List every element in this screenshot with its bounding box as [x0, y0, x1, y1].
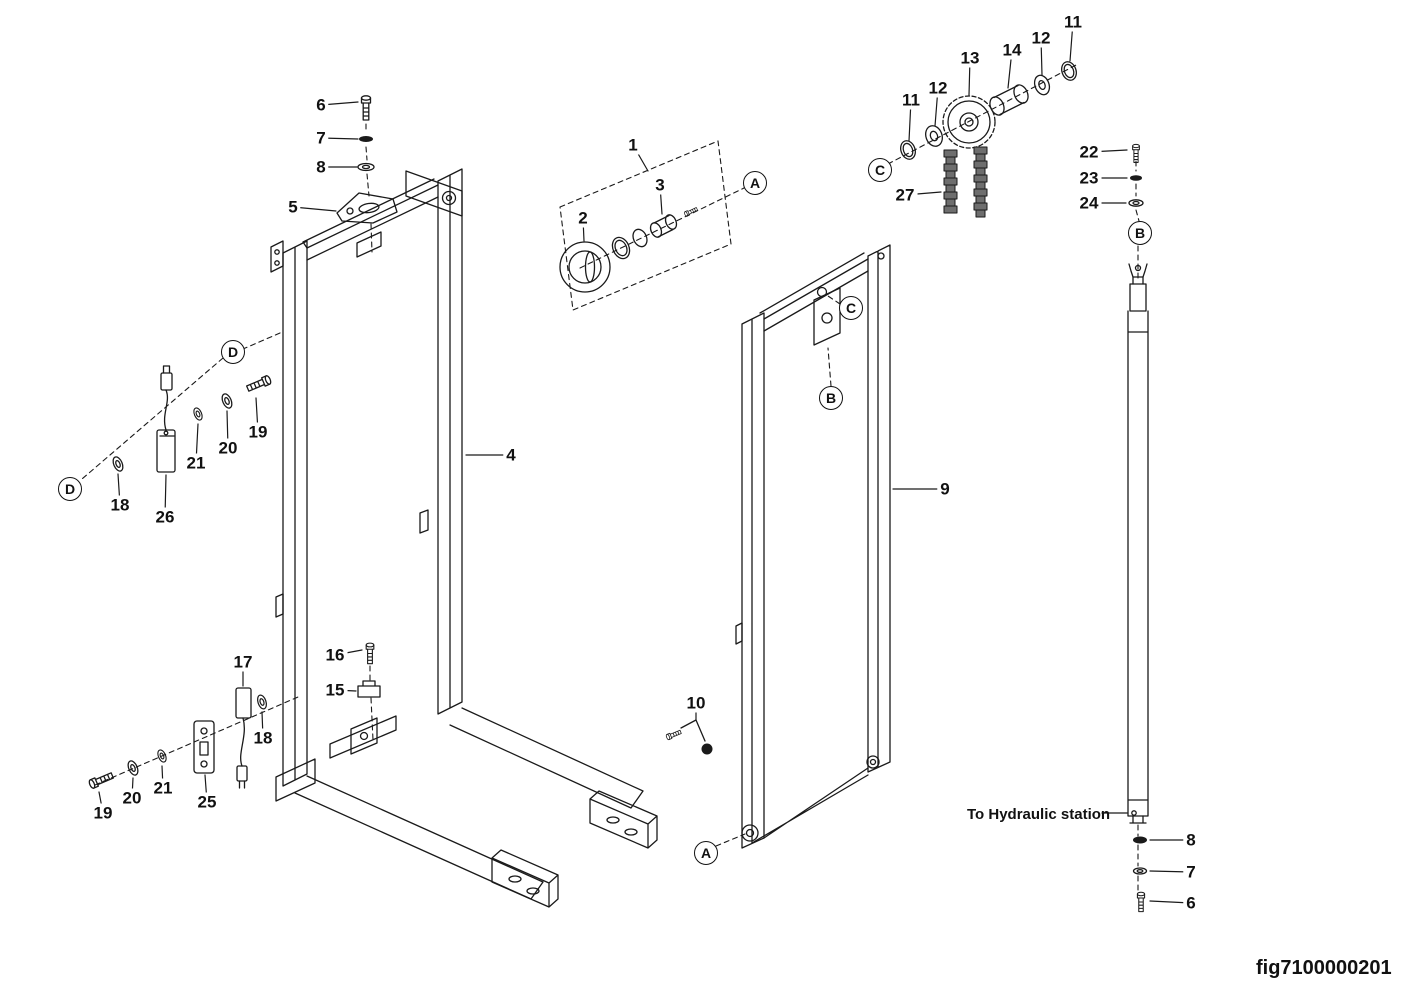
hydraulic-cylinder — [1101, 263, 1149, 824]
part-label-17: 17 — [230, 652, 256, 672]
hydraulic-station-note: To Hydraulic station — [967, 806, 1111, 823]
part-label-22: 22 — [1076, 142, 1102, 162]
part-label-10: 10 — [683, 693, 709, 713]
part-label-1: 1 — [625, 135, 641, 155]
part-label-19: 19 — [90, 803, 116, 823]
mast-top-fasteners — [336, 95, 398, 224]
part-label-8: 8 — [313, 157, 329, 177]
part-label-12: 12 — [1028, 28, 1054, 48]
figure-code: fig7100000201 — [1256, 957, 1392, 979]
part-label-19: 19 — [245, 422, 271, 442]
cable-clamp-group — [357, 642, 381, 698]
roller-assembly-part1 — [559, 206, 699, 293]
part-label-23: 23 — [1076, 168, 1102, 188]
part-label-16: 16 — [322, 645, 348, 665]
part-label-3: 3 — [652, 175, 668, 195]
connector-A: A — [694, 841, 718, 865]
part-label-25: 25 — [194, 792, 220, 812]
proximity-sensor-lower — [87, 687, 269, 790]
part-label-13: 13 — [957, 48, 983, 68]
part-label-6: 6 — [313, 95, 329, 115]
connector-D: D — [58, 477, 82, 501]
inner-mast-part9 — [735, 244, 891, 849]
part-label-20: 20 — [215, 438, 241, 458]
connector-B: B — [1128, 221, 1152, 245]
stop-bolt-group-part10 — [665, 719, 713, 755]
part-label-20: 20 — [119, 788, 145, 808]
part-label-5: 5 — [285, 197, 301, 217]
part-label-6: 6 — [1183, 893, 1199, 913]
part-label-14: 14 — [999, 40, 1025, 60]
connector-D: D — [221, 340, 245, 364]
part-label-27: 27 — [892, 185, 918, 205]
part-label-18: 18 — [250, 728, 276, 748]
part-label-8: 8 — [1183, 830, 1199, 850]
part-label-21: 21 — [183, 453, 209, 473]
part-label-24: 24 — [1076, 193, 1102, 213]
part-label-11: 11 — [899, 90, 923, 110]
part-label-9: 9 — [937, 479, 953, 499]
part-label-18: 18 — [107, 495, 133, 515]
cylinder-fasteners — [1128, 143, 1148, 913]
part-label-11: 11 — [1061, 12, 1085, 32]
part-label-12: 12 — [925, 78, 951, 98]
part-label-7: 7 — [1183, 862, 1199, 882]
connector-B: B — [819, 386, 843, 410]
proximity-sensor-upper — [110, 365, 273, 474]
part-label-2: 2 — [575, 208, 591, 228]
part-label-15: 15 — [322, 680, 348, 700]
chain-strands-part27 — [943, 146, 988, 218]
connector-C: C — [868, 158, 892, 182]
part-label-4: 4 — [503, 445, 519, 465]
connector-A: A — [743, 171, 767, 195]
part-label-21: 21 — [150, 778, 176, 798]
sprocket-assembly — [900, 61, 1077, 160]
part-label-26: 26 — [152, 507, 178, 527]
connector-C: C — [839, 296, 863, 320]
outer-mast-part4 — [270, 168, 658, 908]
part-label-7: 7 — [313, 128, 329, 148]
